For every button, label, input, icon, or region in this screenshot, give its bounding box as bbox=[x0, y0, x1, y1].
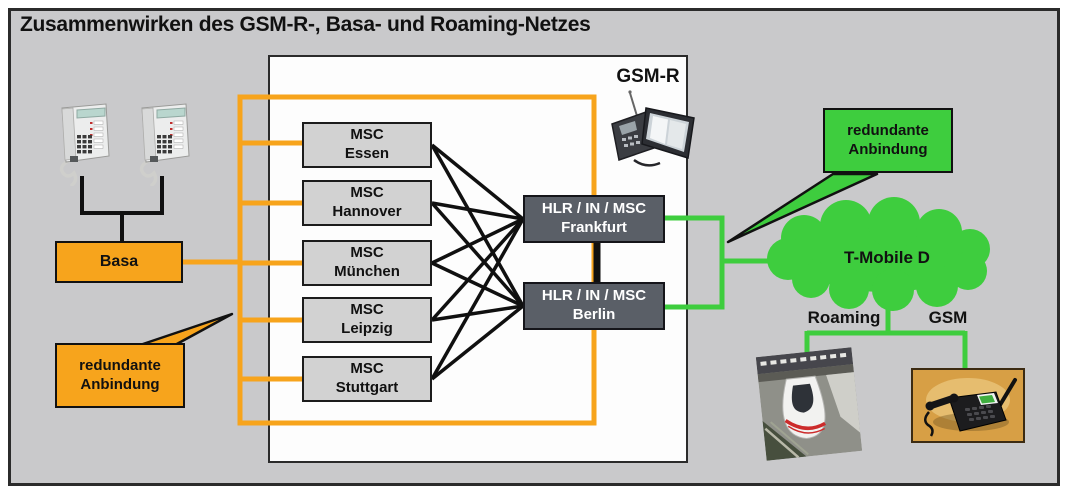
msc-box-hannover: MSC Hannover bbox=[302, 180, 432, 226]
hlr-berlin-line1: HLR / IN / MSC bbox=[541, 287, 647, 305]
green-callout-redundante-anbindung: redundante Anbindung bbox=[823, 108, 953, 173]
msc-box-essen: MSC Essen bbox=[302, 122, 432, 168]
msc-muenchen-line2: München bbox=[334, 263, 400, 280]
msc-hannover-line1: MSC bbox=[350, 184, 384, 202]
hlr-box-frankfurt: HLR / IN / MSC Frankfurt bbox=[523, 195, 665, 243]
msc-box-leipzig: MSC Leipzig bbox=[302, 297, 432, 343]
gsmr-network-label: GSM-R bbox=[616, 66, 680, 87]
ice-train-image bbox=[755, 347, 863, 461]
basa-label: Basa bbox=[99, 253, 139, 270]
green-callout-line2: Anbindung bbox=[848, 140, 928, 158]
msc-essen-line1: MSC bbox=[350, 126, 384, 144]
msc-hannover-line2: Hannover bbox=[332, 203, 402, 220]
msc-leipzig-line1: MSC bbox=[350, 301, 384, 319]
green-callout-line1: redundante bbox=[847, 121, 929, 139]
hlr-frankfurt-line1: HLR / IN / MSC bbox=[541, 200, 647, 218]
gsmr-cab-radio-icon bbox=[611, 90, 695, 167]
desk-phone-icon bbox=[139, 103, 190, 186]
msc-stuttgart-line1: MSC bbox=[350, 360, 384, 378]
hlr-box-berlin: HLR / IN / MSC Berlin bbox=[523, 282, 665, 330]
msc-leipzig-line2: Leipzig bbox=[341, 320, 393, 337]
desk-phone-icon bbox=[59, 103, 110, 186]
basa-box: Basa bbox=[55, 241, 183, 283]
gsm-label: GSM bbox=[928, 308, 968, 327]
diagram-title: Zusammenwirken des GSM-R-, Basa- und Roa… bbox=[20, 13, 591, 36]
msc-muenchen-line1: MSC bbox=[350, 244, 384, 262]
msc-stuttgart-line2: Stuttgart bbox=[335, 379, 399, 396]
msc-essen-line2: Essen bbox=[344, 145, 390, 162]
gsm-desk-phone-image bbox=[911, 368, 1025, 443]
orange-callout-line1: redundante bbox=[79, 356, 161, 374]
hlr-frankfurt-line2: Frankfurt bbox=[561, 219, 627, 236]
roaming-label: Roaming bbox=[807, 308, 881, 327]
msc-box-stuttgart: MSC Stuttgart bbox=[302, 356, 432, 402]
msc-box-muenchen: MSC München bbox=[302, 240, 432, 286]
orange-callout-redundante-anbindung: redundante Anbindung bbox=[55, 343, 185, 408]
tmobile-cloud-label: T-Mobile D bbox=[844, 248, 930, 267]
hlr-berlin-line2: Berlin bbox=[572, 306, 616, 323]
orange-callout-line2: Anbindung bbox=[80, 375, 160, 393]
